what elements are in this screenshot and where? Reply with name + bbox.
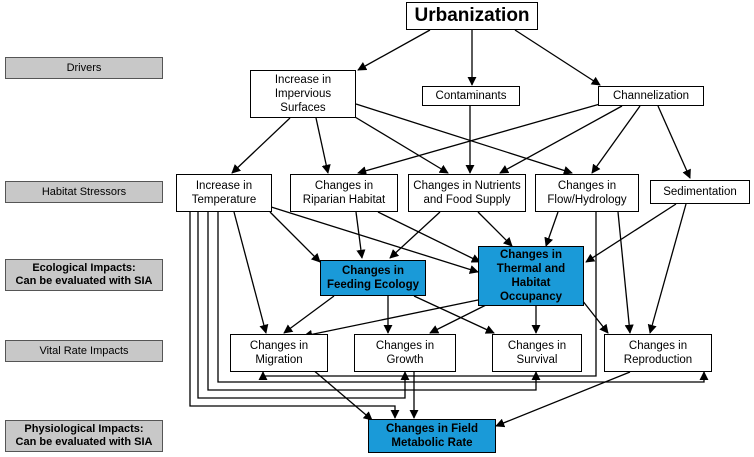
- arrow-nutrients-feeding: [389, 211, 441, 259]
- arrow-sedimentation-reproduction: [647, 203, 687, 334]
- node-survival: Changes in Survival: [492, 334, 582, 372]
- arrow-thermal-reproduction: [581, 299, 609, 334]
- node-sedimentation: Sedimentation: [650, 180, 750, 204]
- arrow-channelization-riparian: [357, 103, 601, 176]
- node-nutrients-food: Changes in Nutrients and Food Supply: [408, 174, 526, 212]
- arrow-flow-migration: [258, 212, 597, 381]
- node-temperature: Increase in Temperature: [176, 174, 272, 212]
- arrow-flow-reproduction: [617, 211, 634, 334]
- arrow-riparian-feeding: [355, 211, 366, 259]
- node-urbanization: Urbanization: [406, 2, 538, 30]
- label-ecological-impacts: Ecological Impacts: Can be evaluated wit…: [5, 259, 163, 291]
- label-physiological-impacts: Physiological Impacts: Can be evaluated …: [5, 420, 163, 452]
- node-feeding-ecology: Changes in Feeding Ecology: [320, 260, 426, 296]
- node-flow-hydrology: Changes in Flow/Hydrology: [535, 174, 639, 212]
- node-thermal-habitat: Changes in Thermal and Habitat Occupancy: [478, 246, 584, 306]
- arrow-urbanization-impervious: [357, 29, 431, 71]
- arrow-channelization-sedimentation: [657, 105, 691, 179]
- node-impervious-surfaces: Increase in Impervious Surfaces: [250, 70, 356, 118]
- arrow-temperature-metabolic: [189, 212, 400, 419]
- arrow-temperature-thermal: [267, 205, 479, 274]
- label-vital-rate-impacts: Vital Rate Impacts: [5, 340, 163, 362]
- label-drivers: Drivers: [5, 57, 163, 79]
- arrow-feeding-survival: [413, 295, 495, 334]
- node-reproduction: Changes in Reproduction: [604, 334, 712, 372]
- node-channelization: Channelization: [598, 86, 704, 106]
- arrow-temperature-survival: [207, 212, 541, 391]
- arrow-feeding-migration: [283, 295, 335, 334]
- arrow-flow-thermal: [544, 211, 559, 247]
- node-metabolic-rate: Changes in Field Metabolic Rate: [368, 419, 496, 453]
- node-riparian-habitat: Changes in Riparian Habitat: [290, 174, 398, 212]
- arrow-impervious-flow: [355, 103, 573, 175]
- arrow-migration-metabolic: [311, 368, 373, 421]
- arrow-channelization-flow: [591, 105, 641, 174]
- node-contaminants: Contaminants: [422, 86, 520, 106]
- arrow-impervious-riparian: [315, 117, 331, 174]
- arrow-reproduction-metabolic: [495, 371, 631, 428]
- arrow-nutrients-thermal: [477, 211, 513, 247]
- node-growth: Changes in Growth: [354, 334, 456, 372]
- arrow-riparian-thermal: [377, 211, 481, 263]
- arrow-channelization-nutrients: [499, 105, 623, 174]
- label-habitat-stressors: Habitat Stressors: [5, 181, 163, 203]
- arrow-sedimentation-thermal: [585, 203, 677, 263]
- node-migration: Changes in Migration: [230, 334, 328, 372]
- arrow-impervious-nutrients: [349, 113, 449, 174]
- arrow-thermal-migration: [303, 299, 479, 339]
- arrow-temperature-feeding: [269, 211, 321, 263]
- arrow-temperature-reproduction: [217, 212, 709, 383]
- arrow-temperature-migration: [233, 211, 269, 334]
- arrow-temperature-growth: [197, 212, 410, 399]
- arrow-urbanization-channelization: [514, 29, 601, 86]
- arrow-impervious-temperature: [231, 117, 291, 174]
